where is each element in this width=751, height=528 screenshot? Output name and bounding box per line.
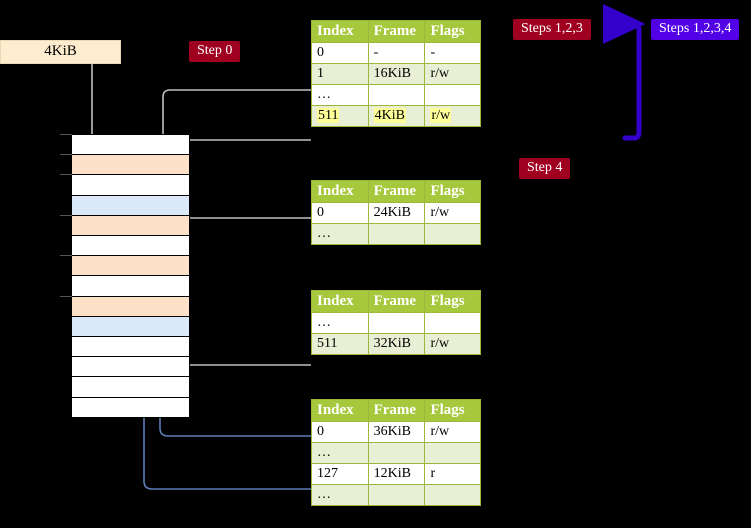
table-header-frame: Frame (367, 180, 426, 203)
table-row[interactable]: 0-- (311, 42, 481, 64)
table-cell: 4KiB (367, 105, 426, 127)
table-cell: r/w (424, 202, 481, 224)
table-cell (367, 84, 426, 106)
table-cell: r (424, 463, 481, 485)
table-cell (367, 442, 426, 464)
wire-table3-to-mem (165, 305, 311, 366)
table-row[interactable]: … (311, 312, 481, 334)
memory-block (71, 336, 190, 358)
step-4-text: Step 4 (527, 160, 563, 175)
table-cell (424, 484, 481, 506)
table-cell: r/w (424, 105, 481, 127)
table-header-frame: Frame (367, 20, 426, 43)
table-cell: 0 (311, 42, 369, 64)
table-cell: … (311, 442, 369, 464)
table-cell: 511 (311, 105, 369, 127)
kib-box: 4KiB (0, 40, 121, 64)
memory-tick (60, 214, 72, 216)
step-0-label: Step 0 (189, 41, 241, 62)
table-cell (424, 312, 481, 334)
table-header-frame: Frame (367, 399, 426, 422)
table-cell (424, 84, 481, 106)
table-cell (367, 484, 426, 506)
table-cell: 127 (311, 463, 369, 485)
memory-tick (60, 174, 72, 176)
memory-block (71, 235, 190, 257)
steps-123-text: Steps 1,2,3 (521, 21, 583, 36)
memory-block (71, 275, 190, 297)
memory-block (71, 315, 190, 337)
step-4-label: Step 4 (519, 158, 571, 179)
kib-box-label: 4KiB (44, 43, 77, 59)
memory-block (71, 396, 190, 418)
memory-block (71, 134, 190, 156)
table-cell (367, 223, 426, 245)
wire-table1-to-mem-b (173, 139, 311, 212)
wire-violet-bracket (603, 4, 646, 141)
table-header-index: Index (311, 290, 369, 313)
table-header-index: Index (311, 180, 369, 203)
table-cell: 36KiB (367, 421, 426, 443)
table-cell (424, 223, 481, 245)
table-header-flags: Flags (424, 180, 481, 203)
table-cell: … (311, 484, 369, 506)
table-header-flags: Flags (424, 290, 481, 313)
table-cell (367, 312, 426, 334)
memory-block (71, 174, 190, 196)
table-cell: … (311, 223, 369, 245)
steps-1234-text: Steps 1,2,3,4 (659, 21, 732, 36)
table-cell: … (311, 312, 369, 334)
wire-table2-to-mem (175, 217, 311, 265)
memory-block (71, 214, 190, 236)
memory-block (71, 255, 190, 277)
table-cell: 511 (311, 333, 369, 355)
table-cell: 16KiB (367, 63, 426, 85)
table-row[interactable]: … (311, 84, 481, 106)
table-cell: 24KiB (367, 202, 426, 224)
table-cell: 0 (311, 202, 369, 224)
memory-block (71, 154, 190, 176)
table-row[interactable]: … (311, 442, 481, 464)
table-cell: - (424, 42, 481, 64)
memory-tick (60, 134, 72, 135)
table-cell: … (311, 84, 369, 106)
table-header-flags: Flags (424, 20, 481, 43)
table-header-flags: Flags (424, 399, 481, 422)
table-header-index: Index (311, 20, 369, 43)
table-cell: r/w (424, 63, 481, 85)
table-cell: 12KiB (367, 463, 426, 485)
table-cell: 1 (311, 63, 369, 85)
memory-tick (60, 154, 72, 156)
table-cell (424, 442, 481, 464)
table-cell: 32KiB (367, 333, 426, 355)
table-row[interactable]: … (311, 484, 481, 506)
table-cell: r/w (424, 333, 481, 355)
steps-123-label: Steps 1,2,3 (513, 19, 591, 40)
table-header-index: Index (311, 399, 369, 422)
step-0-text: Step 0 (197, 43, 233, 58)
memory-block (71, 356, 190, 378)
memory-tick (60, 295, 72, 297)
table-header-frame: Frame (367, 290, 426, 313)
memory-block (71, 295, 190, 317)
memory-block (71, 194, 190, 216)
table-cell: r/w (424, 421, 481, 443)
steps-1234-label: Steps 1,2,3,4 (651, 19, 740, 40)
table-row[interactable]: … (311, 223, 481, 245)
memory-tick (60, 255, 72, 257)
table-cell: - (367, 42, 426, 64)
table-cell: 0 (311, 421, 369, 443)
memory-block (71, 376, 190, 398)
